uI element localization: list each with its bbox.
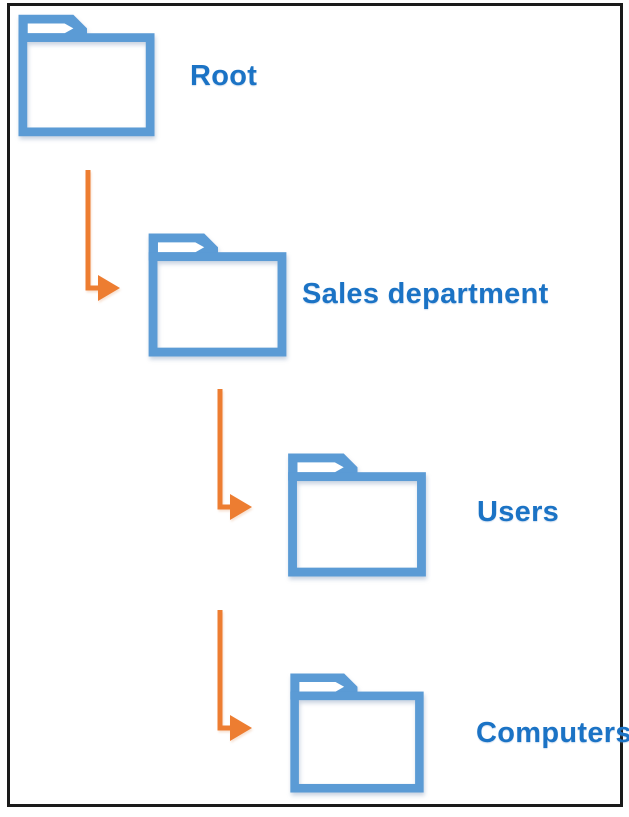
folder-icon [148,233,287,357]
folder-icon [288,453,426,577]
node-label-sales-department: Sales department [302,278,549,310]
elbow-arrow-icon-root-to-sales [85,170,120,301]
tree-node-root [18,13,155,138]
node-label-users: Users [477,496,560,528]
folder-icon [18,14,155,137]
node-label-root: Root [190,60,258,92]
folder-icon [290,673,424,793]
elbow-arrow-icon-sales-to-users [217,389,252,520]
tree-node-sales-department [148,233,287,357]
tree-node-computers [287,673,427,793]
node-label-computers: Computers [476,717,629,749]
tree-node-users [287,453,427,577]
elbow-arrow-icon-sales-to-computers [217,610,252,741]
diagram-border-frame [7,3,623,807]
